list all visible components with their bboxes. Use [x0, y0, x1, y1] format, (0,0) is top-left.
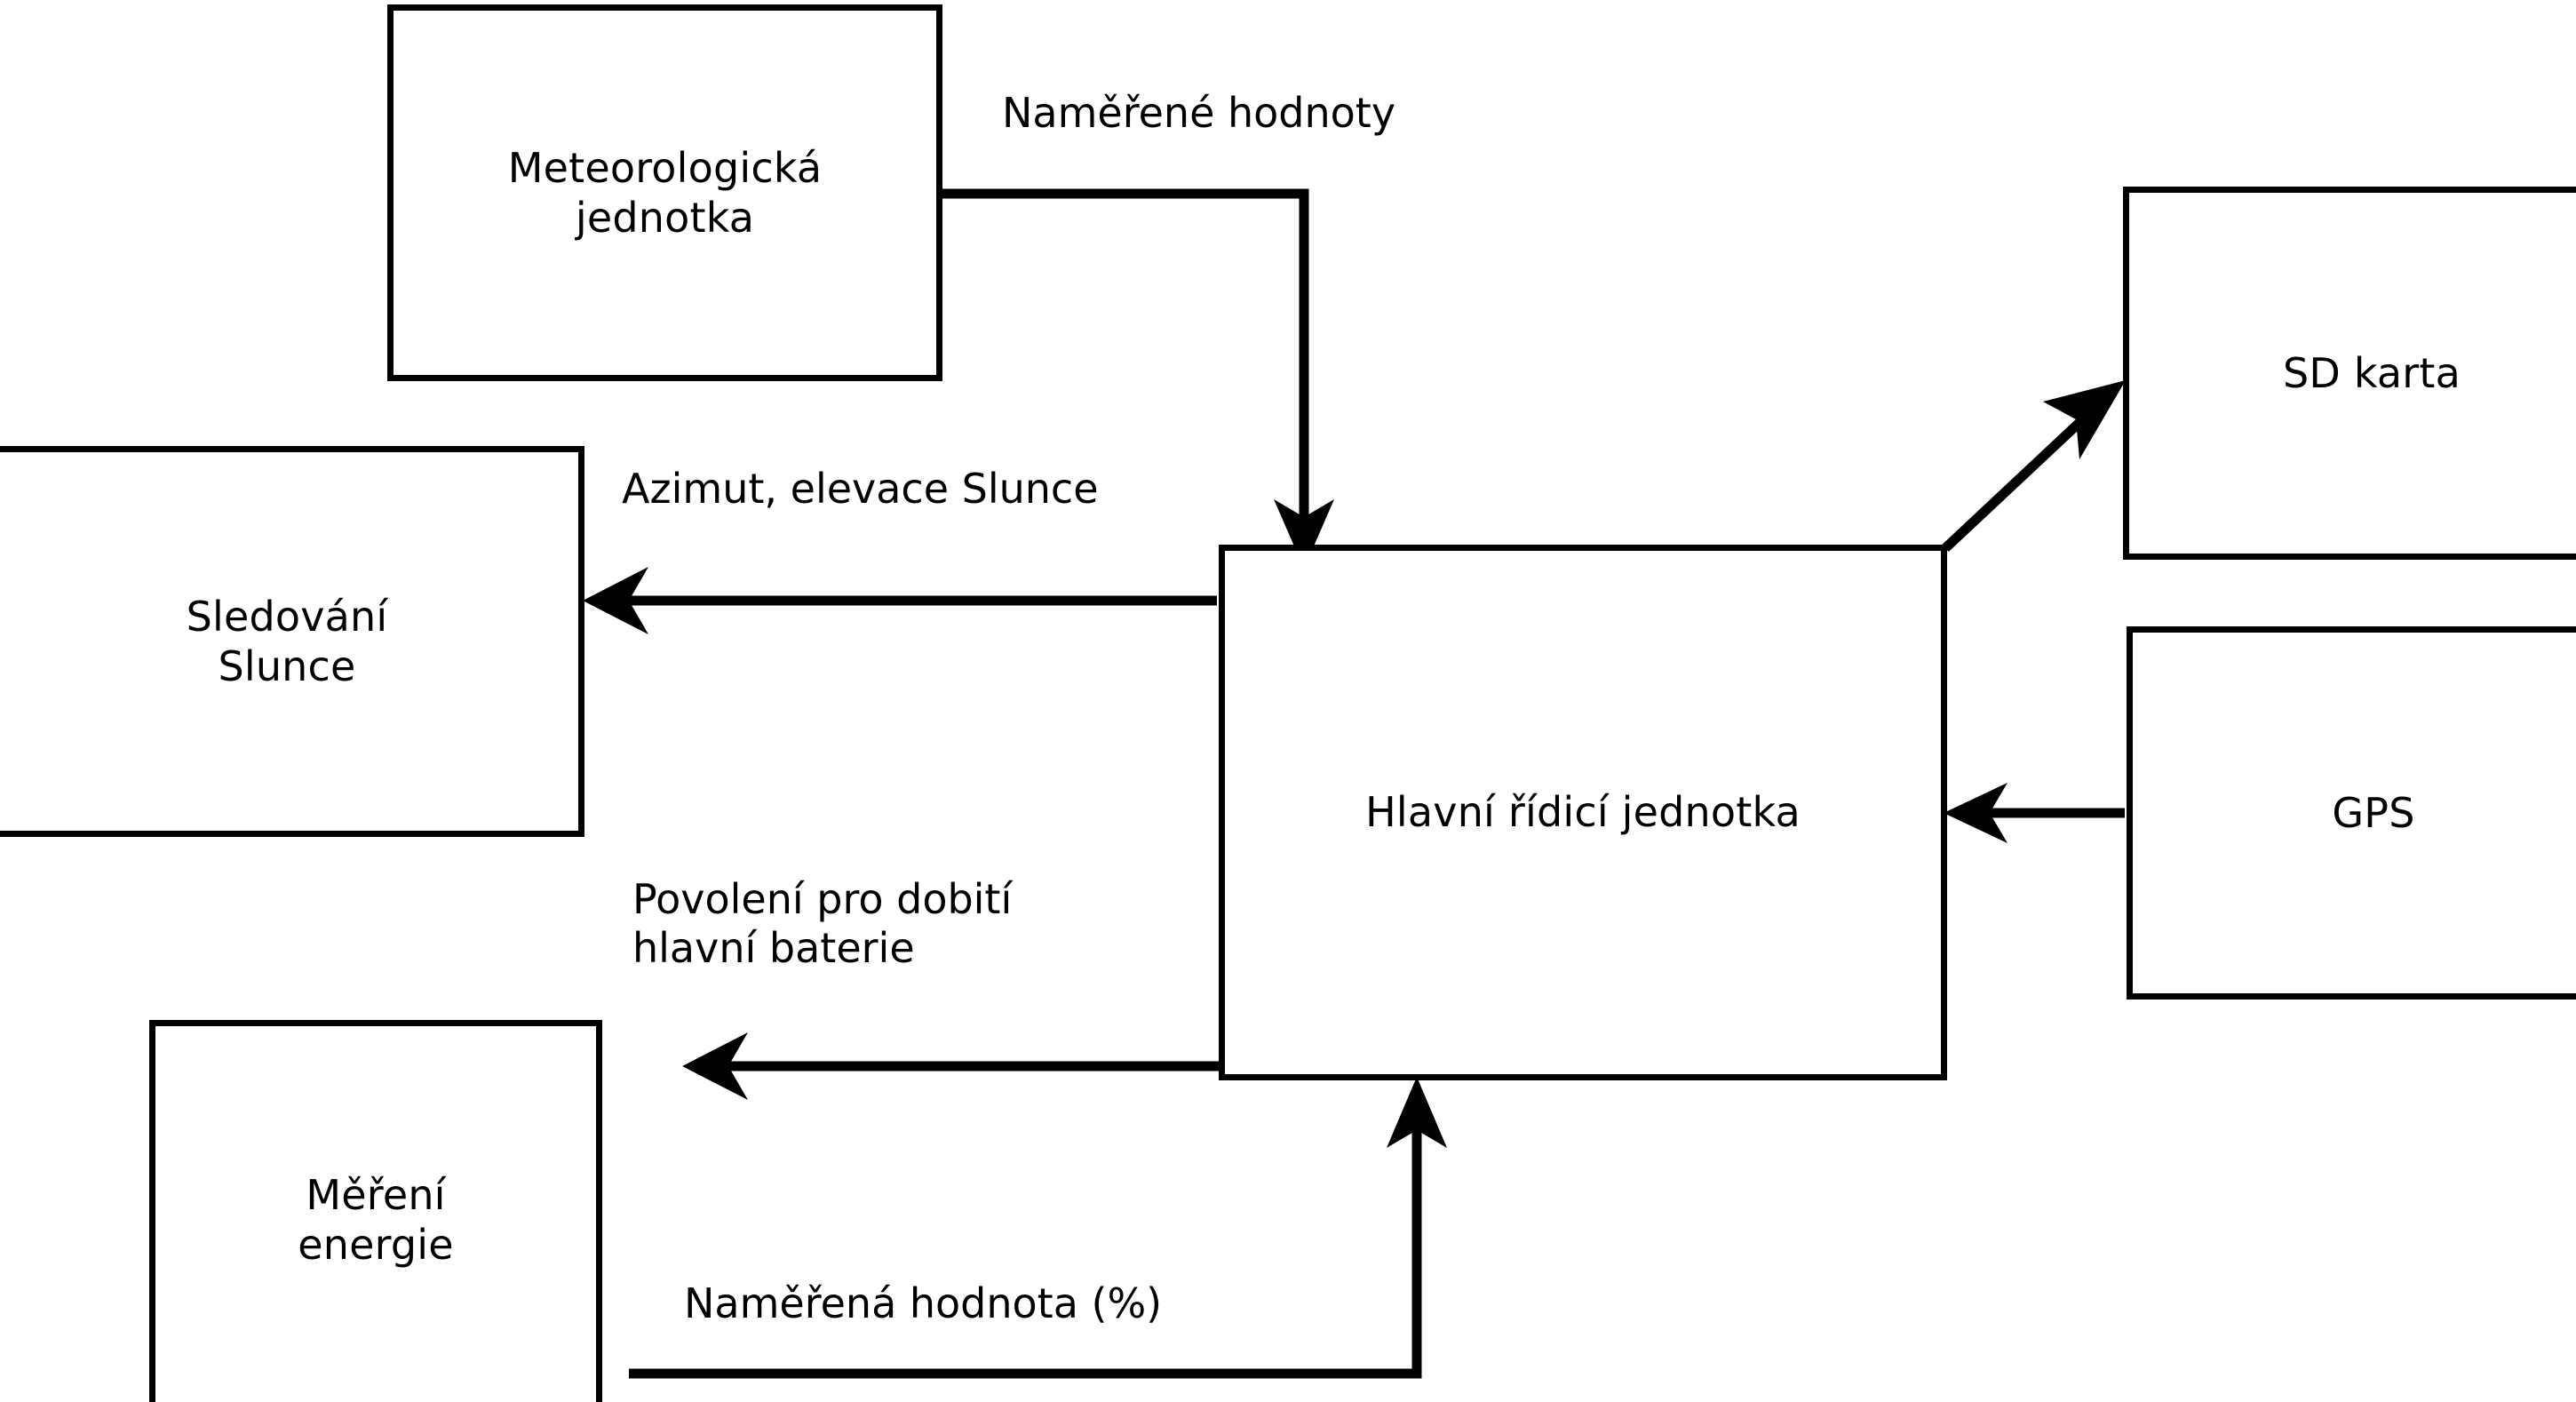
- node-meteorological-unit-label: Meteorologická jednotka: [507, 143, 823, 242]
- node-gps[interactable]: GPS: [2127, 626, 2576, 1000]
- node-gps-label: GPS: [2332, 788, 2415, 837]
- edge-label-battery-charge-permission: Povolení pro dobití hlavní baterie: [632, 875, 1013, 973]
- node-main-control-unit-label: Hlavní řídicí jednotka: [1365, 788, 1801, 837]
- node-energy-measurement[interactable]: Měření energie: [149, 1020, 602, 1402]
- connector-energy-to-main: [629, 1077, 1447, 1379]
- connector-main-to-track: [583, 567, 1217, 634]
- node-sun-tracking[interactable]: Sledování Slunce: [0, 446, 584, 837]
- node-meteorological-unit[interactable]: Meteorologická jednotka: [387, 4, 942, 381]
- connector-main-to-energy: [682, 1032, 1219, 1100]
- node-main-control-unit[interactable]: Hlavní řídicí jednotka: [1219, 545, 1947, 1080]
- node-sd-card[interactable]: SD karta: [2123, 187, 2576, 560]
- connector-main-to-sd: [1942, 380, 2126, 553]
- node-energy-measurement-label: Měření energie: [298, 1170, 454, 1269]
- connector-gps-to-main: [1944, 783, 2125, 843]
- edge-label-measured-values: Naměřené hodnoty: [1002, 89, 1396, 137]
- node-sun-tracking-label: Sledování Slunce: [186, 592, 388, 690]
- node-sd-card-label: SD karta: [2283, 348, 2461, 397]
- edge-label-measured-percentage: Naměřená hodnota (%): [684, 1279, 1163, 1327]
- edge-label-azimuth-elevation: Azimut, elevace Slunce: [622, 465, 1099, 513]
